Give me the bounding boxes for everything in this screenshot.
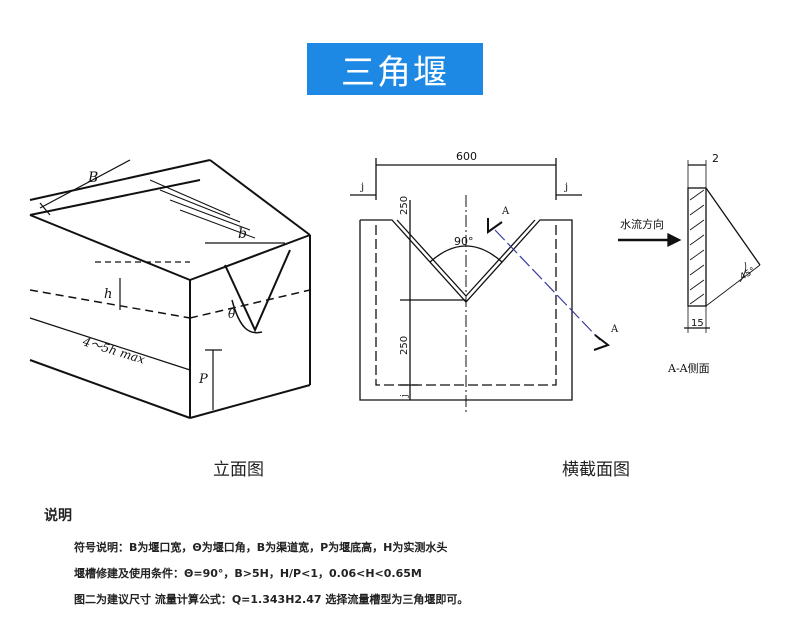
- cross-section-caption: 横截面图: [562, 460, 630, 480]
- label-length: 4～5h max: [80, 334, 147, 366]
- angle-45: 45°: [739, 266, 758, 283]
- angle-90: 90°: [454, 235, 474, 248]
- label-theta: θ: [228, 307, 236, 321]
- dim-250-upper: 250: [399, 196, 410, 215]
- cross-section-drawing: [350, 158, 611, 415]
- dim-j-bottom: j: [400, 394, 410, 398]
- section-mark-a-top: A: [501, 206, 510, 217]
- side-view-drawing: [618, 160, 761, 333]
- dim-2: 2: [712, 152, 719, 165]
- label-P: P: [198, 372, 208, 387]
- label-B: B: [87, 170, 98, 186]
- dim-15: 15: [691, 318, 704, 329]
- dim-j-left: j: [360, 182, 364, 193]
- elevation-caption: 立面图: [213, 460, 264, 480]
- page-title: 三角堰: [341, 52, 449, 93]
- label-b: b: [238, 226, 247, 242]
- dim-250-lower: 250: [399, 336, 410, 355]
- label-h: h: [104, 287, 112, 302]
- elevation-drawing: [29, 159, 311, 419]
- notes-line-conditions: 堰槽修建及使用条件：Θ=90°，B>5H，H/P<1，0.06<H<0.65M: [74, 567, 422, 580]
- notes-line-symbols: 符号说明：B为堰口宽，Θ为堰口角，B为渠道宽，P为堰底高，H为实测水头: [74, 541, 448, 554]
- title-banner: 三角堰: [307, 43, 483, 95]
- notes-section: 说明 符号说明：B为堰口宽，Θ为堰口角，B为渠道宽，P为堰底高，H为实测水头 堰…: [44, 505, 468, 617]
- section-mark-a-bottom: A: [610, 324, 619, 335]
- dim-j-right: j: [564, 182, 568, 193]
- notes-heading: 说明: [44, 508, 72, 524]
- flow-direction-label: 水流方向: [620, 217, 664, 231]
- notes-line-formula: 图二为建议尺寸 流量计算公式：Q=1.343H2.47 选择流量槽型为三角堰即可…: [74, 593, 469, 606]
- side-view-caption: A-A侧面: [667, 362, 710, 375]
- dim-600: 600: [456, 150, 477, 163]
